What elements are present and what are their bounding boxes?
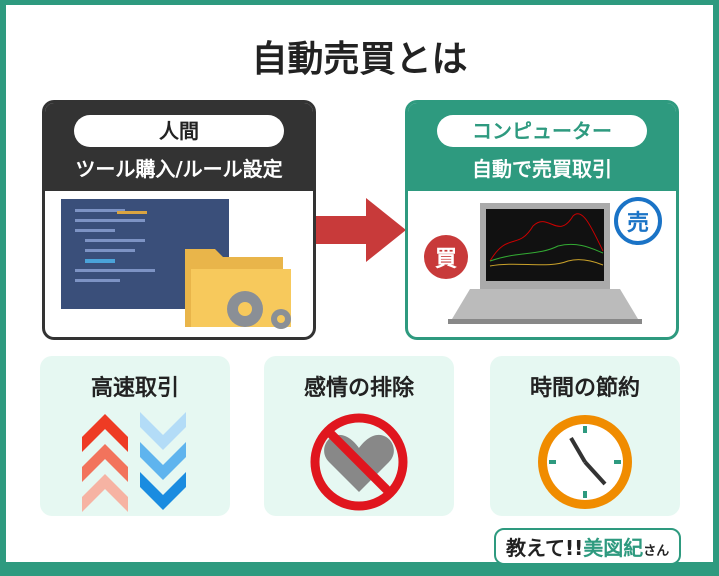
brand-logo: 教えて!!美図紀さん [494, 528, 682, 565]
logo-text: 教えて!! [506, 536, 584, 560]
up-down-chevrons-icon [82, 412, 186, 512]
sell-badge: 売 [627, 210, 649, 236]
human-label: 人間 [74, 115, 284, 147]
page-title: 自動売買とは [251, 39, 468, 80]
arrow-right-icon [316, 198, 406, 262]
clock-icon [538, 415, 632, 509]
code-folder-gear-icon [61, 199, 291, 329]
laptop-chart-icon: 買 売 [424, 197, 662, 324]
buy-badge: 買 [435, 247, 457, 272]
computer-description: 自動で売買取引 [472, 157, 612, 181]
benefit-card-speed: 高速取引 [40, 356, 230, 516]
benefit-card-time: 時間の節約 [490, 356, 680, 516]
human-description: ツール購入/ルール設定 [75, 157, 283, 181]
computer-label: コンピューター [437, 115, 647, 147]
logo-text-suffix: さん [643, 544, 670, 559]
no-heart-icon [310, 413, 408, 511]
benefit-card-emotion: 感情の排除 [264, 356, 454, 516]
human-panel: 人間 ツール購入/ルール設定 [42, 100, 316, 340]
benefit-label: 高速取引 [90, 376, 179, 401]
logo-text-green: 美図紀 [583, 536, 644, 560]
benefit-label: 時間の節約 [529, 376, 640, 401]
computer-panel: コンピューター 自動で売買取引 買 売 [405, 100, 679, 340]
benefit-label: 感情の排除 [303, 376, 414, 401]
